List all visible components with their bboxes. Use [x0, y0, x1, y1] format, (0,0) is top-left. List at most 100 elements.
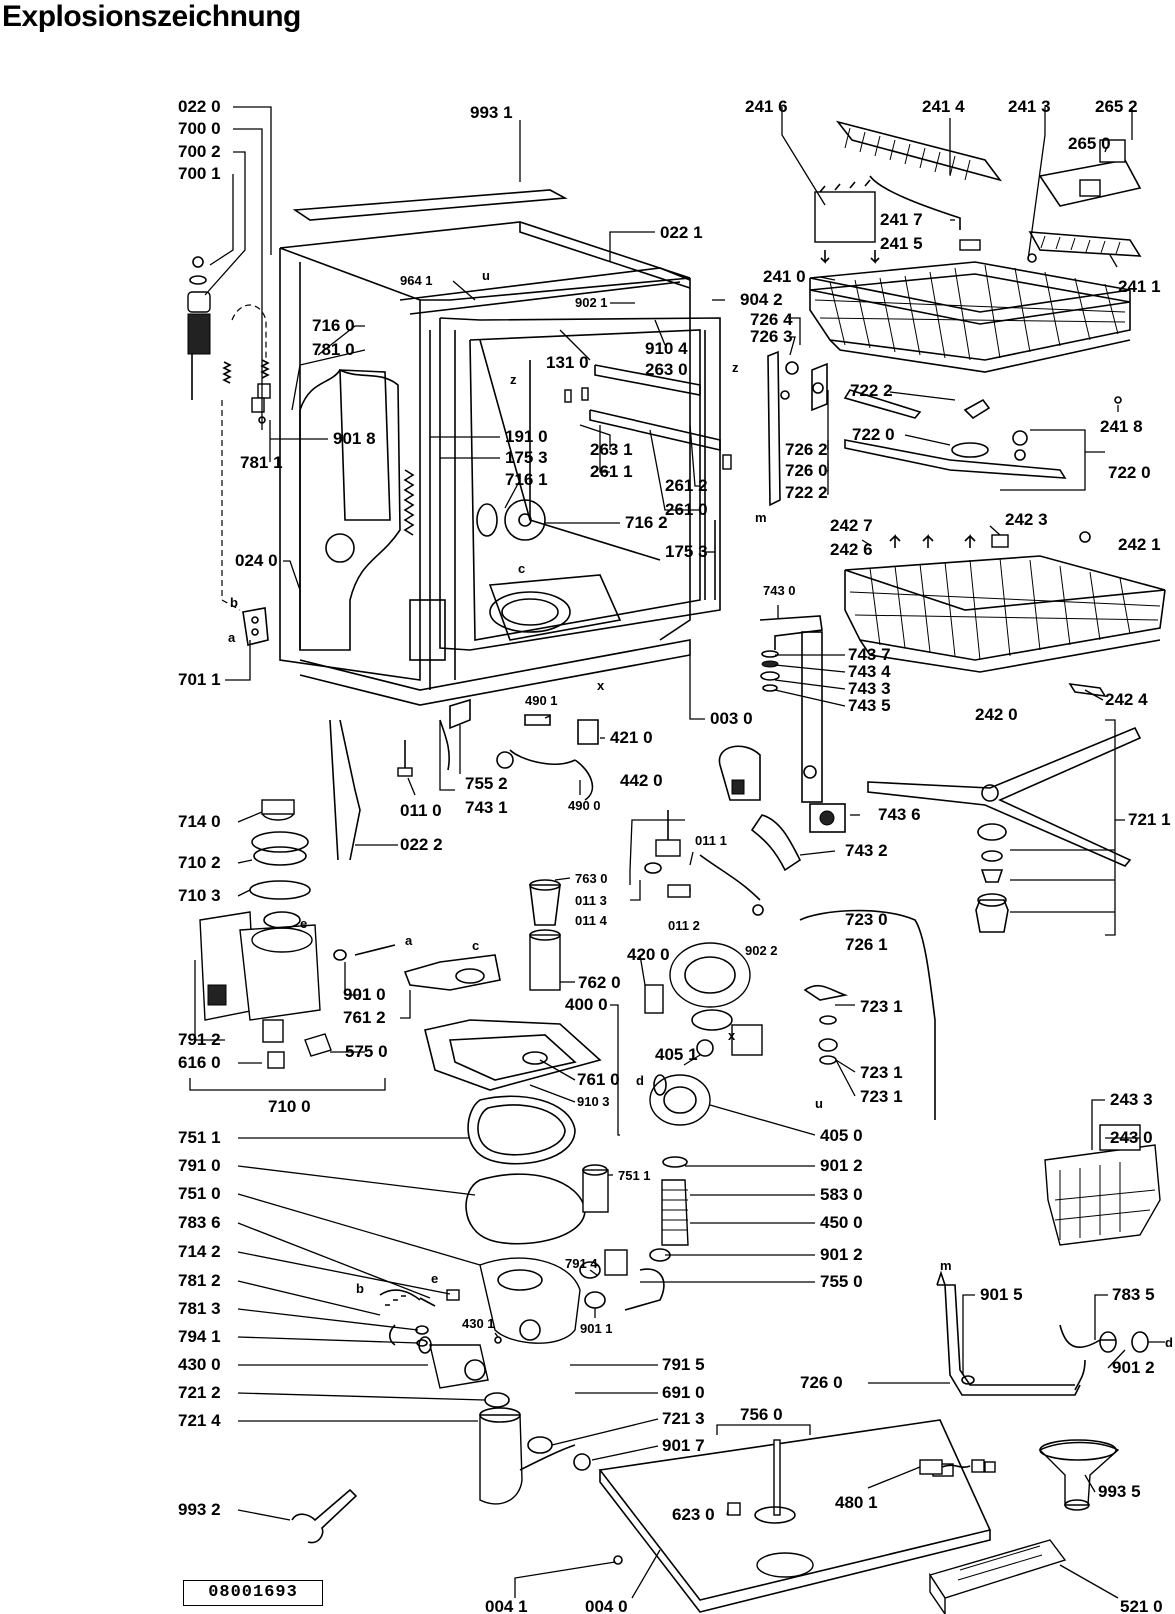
cabinet-tub: [279, 189, 732, 861]
page-title: Explosionszeichnung: [2, 0, 301, 33]
callout-420-0: 420 0: [627, 945, 670, 964]
callout-241-8: 241 8: [1100, 417, 1143, 436]
callout-700-1: 700 1: [178, 164, 221, 183]
callout-723-1-b: 723 1: [860, 1063, 903, 1082]
callout-743-6: 743 6: [878, 805, 921, 824]
callout-721-3: 721 3: [662, 1409, 705, 1428]
callout-761-2: 761 2: [343, 1008, 386, 1027]
callout-labels: 022 0 700 0 700 2 700 1 993 1 022 1 964 …: [178, 97, 1171, 1614]
marker-u-right: u: [815, 1096, 823, 1111]
marker-e-left: e: [300, 916, 307, 931]
upper-basket: [809, 120, 1142, 404]
callout-480-1: 480 1: [835, 1493, 878, 1512]
callout-781-1: 781 1: [240, 453, 283, 472]
callout-241-1: 241 1: [1118, 277, 1161, 296]
callout-710-2: 710 2: [178, 853, 221, 872]
callout-241-3: 241 3: [1008, 97, 1051, 116]
marker-u-top: u: [482, 268, 490, 283]
callout-242-4: 242 4: [1105, 690, 1148, 709]
callout-901-8: 901 8: [333, 429, 376, 448]
callout-575-0: 575 0: [345, 1042, 388, 1061]
callout-261-2: 261 2: [665, 476, 708, 495]
callout-263-0: 263 0: [645, 360, 688, 379]
callout-783-5: 783 5: [1112, 1285, 1155, 1304]
upper-spray-arm: [767, 350, 1067, 507]
callout-910-4: 910 4: [645, 339, 688, 358]
callout-743-1: 743 1: [465, 798, 508, 817]
callout-405-0: 405 0: [820, 1126, 863, 1145]
callout-421-0: 421 0: [610, 728, 653, 747]
callout-901-2-c: 901 2: [1112, 1358, 1155, 1377]
callout-691-0: 691 0: [662, 1383, 705, 1402]
marker-b-left: b: [230, 595, 238, 610]
marker-d-mid: d: [636, 1073, 644, 1088]
base-plate: [598, 1419, 1067, 1614]
callout-755-2: 755 2: [465, 774, 508, 793]
marker-m-right: m: [940, 1258, 952, 1273]
callout-794-1: 794 1: [178, 1327, 221, 1346]
callout-964-1: 964 1: [400, 273, 433, 288]
marker-m-top: m: [755, 510, 767, 525]
callout-743-2: 743 2: [845, 841, 888, 860]
callout-261-1: 261 1: [590, 462, 633, 481]
callout-442-0: 442 0: [620, 771, 663, 790]
marker-c-mid: c: [472, 938, 479, 953]
callout-710-0: 710 0: [268, 1097, 311, 1116]
marker-z-right: z: [732, 360, 739, 375]
callout-131-0: 131 0: [546, 353, 589, 372]
callout-751-0: 751 0: [178, 1184, 221, 1203]
callout-242-7: 242 7: [830, 516, 873, 535]
callout-241-6: 241 6: [745, 97, 788, 116]
marker-z-left: z: [510, 372, 517, 387]
lower-spray-arm: [867, 726, 1142, 933]
marker-a-left: a: [228, 630, 236, 645]
callout-761-0: 761 0: [577, 1070, 620, 1089]
callout-242-3: 242 3: [1005, 510, 1048, 529]
callout-722-2-b: 722 2: [785, 483, 828, 502]
callout-726-3: 726 3: [750, 327, 793, 346]
callout-022-0: 022 0: [178, 97, 221, 116]
callout-011-4: 011 4: [575, 913, 608, 928]
callout-261-0: 261 0: [665, 500, 708, 519]
callout-243-3: 243 3: [1110, 1090, 1153, 1109]
right-side-parts: [919, 1124, 1161, 1511]
callout-726-1: 726 1: [845, 935, 888, 954]
callout-450-0: 450 0: [820, 1213, 863, 1232]
callout-726-2: 726 2: [785, 440, 828, 459]
callout-004-0: 004 0: [585, 1597, 628, 1614]
callout-714-2: 714 2: [178, 1242, 221, 1261]
callout-743-4: 743 4: [848, 662, 891, 681]
callout-743-7: 743 7: [848, 645, 891, 664]
callout-762-0: 762 0: [578, 973, 621, 992]
callout-901-2-b: 901 2: [820, 1245, 863, 1264]
callout-993-2: 993 2: [178, 1500, 221, 1519]
callout-430-0: 430 0: [178, 1355, 221, 1374]
callout-726-4: 726 4: [750, 310, 793, 329]
callout-781-2: 781 2: [178, 1271, 221, 1290]
callout-701-1: 701 1: [178, 670, 221, 689]
callout-763-0: 763 0: [575, 871, 608, 886]
callout-721-2: 721 2: [178, 1383, 221, 1402]
callout-716-1: 716 1: [505, 470, 548, 489]
point-markers: u z z m c b a x e a c x d u e b m d: [228, 268, 1173, 1350]
callout-902-2: 902 2: [745, 943, 778, 958]
callout-011-3: 011 3: [575, 893, 607, 908]
marker-d-right: d: [1165, 1335, 1173, 1350]
callout-783-6: 783 6: [178, 1213, 221, 1232]
callout-243-0: 243 0: [1110, 1128, 1153, 1147]
callout-400-0: 400 0: [565, 995, 608, 1014]
callout-755-0: 755 0: [820, 1272, 863, 1291]
marker-b-low: b: [356, 1281, 364, 1296]
callout-490-0: 490 0: [568, 798, 601, 813]
callout-791-5: 791 5: [662, 1355, 705, 1374]
callout-756-0: 756 0: [740, 1405, 783, 1424]
callout-721-1: 721 1: [1128, 810, 1171, 829]
callout-726-0-b: 726 0: [800, 1373, 843, 1392]
callout-716-0: 716 0: [312, 316, 355, 335]
callout-241-5: 241 5: [880, 234, 923, 253]
marker-e-low: e: [431, 1271, 438, 1286]
callout-263-1: 263 1: [590, 440, 633, 459]
callout-714-0: 714 0: [178, 812, 221, 831]
callout-241-4: 241 4: [922, 97, 965, 116]
callout-241-7: 241 7: [880, 210, 923, 229]
